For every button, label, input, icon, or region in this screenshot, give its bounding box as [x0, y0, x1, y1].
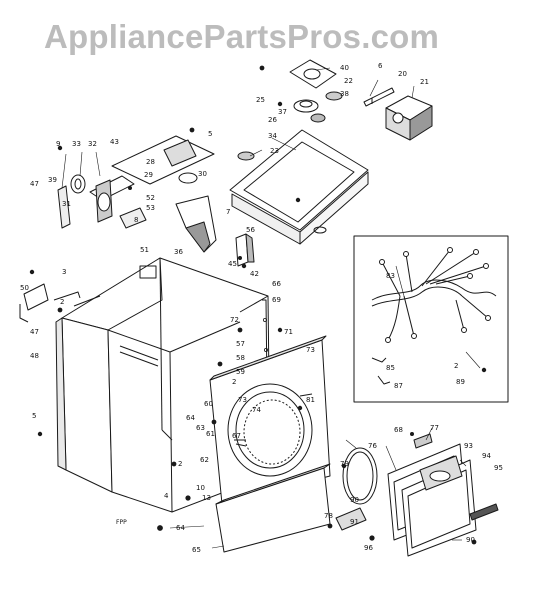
callout-45: 45: [228, 260, 237, 268]
callout-79: 79: [340, 460, 349, 468]
callout-47b: 47: [30, 328, 39, 336]
callout-26: 26: [268, 116, 277, 124]
callout-4: 4: [164, 492, 169, 500]
callout-65: 65: [192, 546, 201, 554]
callout-23: 23: [270, 147, 279, 155]
callout-57: 57: [236, 340, 245, 348]
callout-87: 87: [394, 382, 403, 390]
callout-85: 85: [386, 364, 395, 372]
callout-2c: 2: [178, 460, 182, 468]
callout-62: 62: [200, 456, 209, 464]
callout-58: 58: [236, 354, 245, 362]
callout-36: 36: [174, 248, 183, 256]
callout-3: 3: [62, 268, 66, 276]
callout-59: 59: [236, 368, 245, 376]
callout-25: 25: [256, 96, 265, 104]
callout-33: 33: [72, 140, 81, 148]
callout-74: 74: [252, 406, 261, 414]
callout-51: 51: [140, 246, 149, 254]
top-panel-drawing: [229, 129, 369, 245]
callout-31: 31: [62, 200, 71, 208]
callout-66: 66: [272, 280, 281, 288]
callout-93: 93: [464, 442, 473, 450]
callout-29: 29: [144, 171, 153, 179]
callout-8: 8: [134, 216, 138, 224]
callout-61: 61: [206, 430, 215, 438]
callout-5: 5: [208, 130, 212, 138]
callout-6: 6: [378, 62, 383, 70]
callout-50: 50: [20, 284, 29, 292]
callout-28: 28: [146, 158, 155, 166]
callout-89: 89: [456, 378, 465, 386]
front-panel-drawing: [209, 335, 331, 505]
callout-72: 72: [230, 316, 239, 324]
callout-40: 40: [340, 64, 349, 72]
callout-38: 38: [340, 90, 349, 98]
callout-73b: 73: [238, 396, 247, 404]
cabinet-drawing: [55, 257, 271, 513]
callout-83: 83: [386, 272, 395, 280]
callout-10: 10: [196, 484, 205, 492]
callouts: 40 22 6 20 21 38 25 37 26 34 23 5 43 33 …: [20, 62, 503, 554]
callout-53: 53: [146, 204, 155, 212]
callout-96: 96: [364, 544, 373, 552]
callout-77: 77: [430, 424, 439, 432]
door-drawing: [335, 433, 499, 557]
callout-30: 30: [198, 170, 207, 178]
callout-73: 73: [306, 346, 315, 354]
callout-47: 47: [30, 180, 39, 188]
callout-60: 60: [204, 400, 213, 408]
corner-mark: FPP: [116, 519, 127, 526]
callout-42: 42: [250, 270, 259, 278]
callout-32: 32: [88, 140, 97, 148]
callout-67: 67: [232, 432, 241, 440]
callout-7: 7: [226, 208, 230, 216]
callout-2b: 2: [232, 378, 236, 386]
callout-68: 68: [394, 426, 403, 434]
callout-91: 91: [350, 518, 359, 526]
screw-icon: [29, 65, 487, 545]
callout-5b: 5: [32, 412, 36, 420]
callout-43: 43: [110, 138, 119, 146]
callout-64b: 64: [176, 524, 185, 532]
burner-assembly-drawing: [57, 135, 255, 267]
callout-69: 69: [272, 296, 281, 304]
toe-panel-drawing: [215, 463, 331, 553]
callout-9: 9: [56, 140, 60, 148]
callout-48: 48: [30, 352, 39, 360]
callout-56: 56: [246, 226, 255, 234]
callout-22: 22: [344, 77, 353, 85]
callout-34: 34: [268, 132, 277, 140]
watermark: AppliancePartsPros.com: [44, 18, 440, 55]
callout-64: 64: [186, 414, 195, 422]
callout-2: 2: [60, 298, 64, 306]
callout-39: 39: [48, 176, 57, 184]
callout-90b: 90: [466, 536, 475, 544]
callout-76: 76: [368, 442, 377, 450]
callout-21: 21: [420, 78, 429, 86]
blower-housing-drawing: [237, 59, 433, 161]
bracket-drawing: [19, 283, 81, 323]
callout-94: 94: [482, 452, 491, 460]
callout-81: 81: [306, 396, 315, 404]
callout-13: 13: [202, 494, 211, 502]
callout-37: 37: [278, 108, 287, 116]
callout-95: 95: [494, 464, 503, 472]
callout-90: 90: [350, 496, 359, 504]
callout-52: 52: [146, 194, 155, 202]
wire-harness-drawing: [353, 235, 509, 403]
callout-63: 63: [196, 424, 205, 432]
callout-71: 71: [284, 328, 293, 336]
callout-2d: 2: [454, 362, 458, 370]
callout-78: 78: [324, 512, 333, 520]
callout-20: 20: [398, 70, 407, 78]
